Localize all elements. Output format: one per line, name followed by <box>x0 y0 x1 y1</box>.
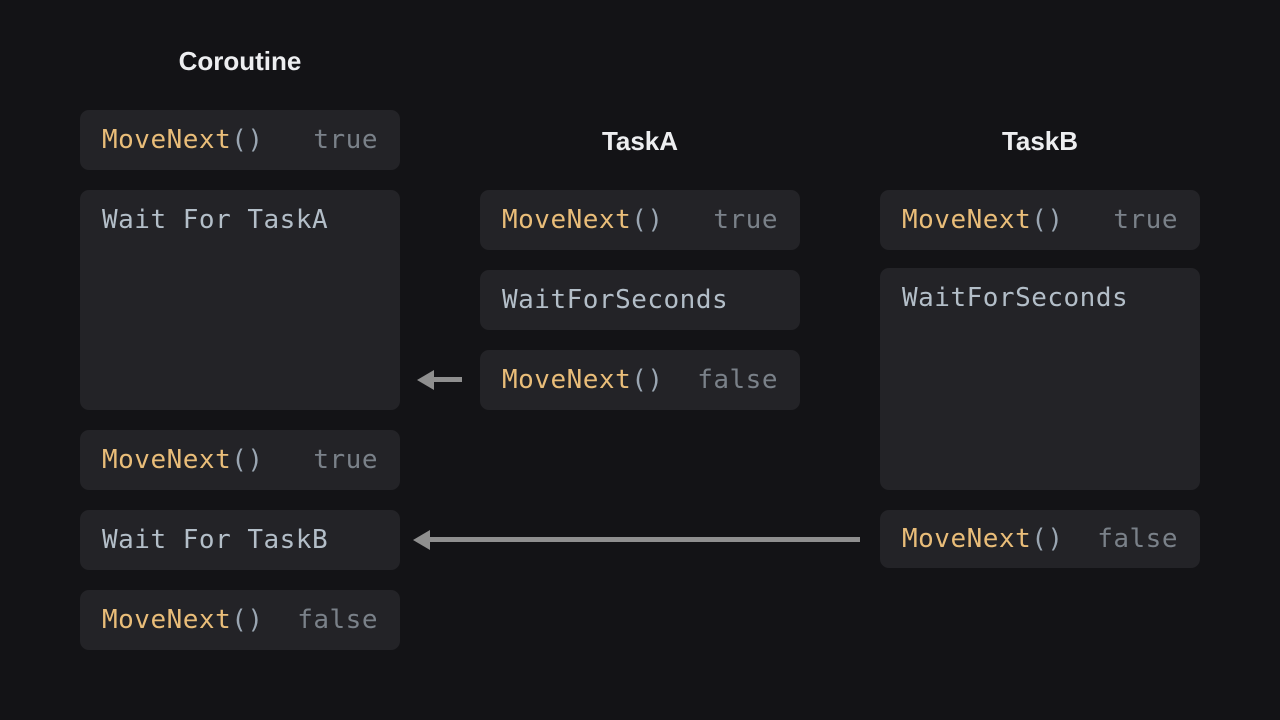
state-label: Wait For TaskA <box>102 205 329 235</box>
coroutine-wait-for-taska: Wait For TaskA <box>80 190 400 410</box>
coroutine-movenext-true-1: MoveNext() true <box>80 110 400 170</box>
taskb-movenext-true: MoveNext() true <box>880 190 1200 250</box>
taska-waitforseconds: WaitForSeconds <box>480 270 800 330</box>
column-title-taska: TaskA <box>601 126 679 156</box>
column-title-taskb: TaskB <box>1001 126 1079 156</box>
taskb-waitforseconds: WaitForSeconds <box>880 268 1200 490</box>
return-value: true <box>713 205 778 235</box>
method-name: MoveNext <box>502 205 632 235</box>
method-name: MoveNext <box>102 605 232 635</box>
method-parens: () <box>631 365 664 395</box>
column-title-coroutine: Coroutine <box>178 46 302 76</box>
return-value: true <box>1113 205 1178 235</box>
left-arrow-taska-to-coroutine <box>417 369 462 390</box>
method-call-text: MoveNext() <box>502 365 664 395</box>
method-parens: () <box>631 205 664 235</box>
method-parens: () <box>1031 205 1064 235</box>
method-call-text: MoveNext() <box>102 445 264 475</box>
state-label: Wait For TaskB <box>102 525 329 555</box>
return-value: false <box>1097 524 1178 554</box>
method-name: MoveNext <box>502 365 632 395</box>
method-parens: () <box>231 605 264 635</box>
return-value: true <box>313 125 378 155</box>
coroutine-movenext-false: MoveNext() false <box>80 590 400 650</box>
return-value: true <box>313 445 378 475</box>
state-label: WaitForSeconds <box>502 285 729 315</box>
method-call-text: MoveNext() <box>102 605 264 635</box>
method-name: MoveNext <box>902 524 1032 554</box>
return-value: false <box>697 365 778 395</box>
state-label: WaitForSeconds <box>902 283 1129 313</box>
method-name: MoveNext <box>102 445 232 475</box>
method-call-text: MoveNext() <box>102 125 264 155</box>
return-value: false <box>297 605 378 635</box>
method-call-text: MoveNext() <box>902 524 1064 554</box>
left-arrow-taskb-to-coroutine <box>413 529 860 550</box>
method-name: MoveNext <box>902 205 1032 235</box>
coroutine-wait-for-taskb: Wait For TaskB <box>80 510 400 570</box>
method-parens: () <box>1031 524 1064 554</box>
method-parens: () <box>231 445 264 475</box>
coroutine-movenext-true-2: MoveNext() true <box>80 430 400 490</box>
taskb-movenext-false: MoveNext() false <box>880 510 1200 568</box>
taska-movenext-false: MoveNext() false <box>480 350 800 410</box>
taska-movenext-true: MoveNext() true <box>480 190 800 250</box>
method-call-text: MoveNext() <box>502 205 664 235</box>
method-parens: () <box>231 125 264 155</box>
method-name: MoveNext <box>102 125 232 155</box>
method-call-text: MoveNext() <box>902 205 1064 235</box>
